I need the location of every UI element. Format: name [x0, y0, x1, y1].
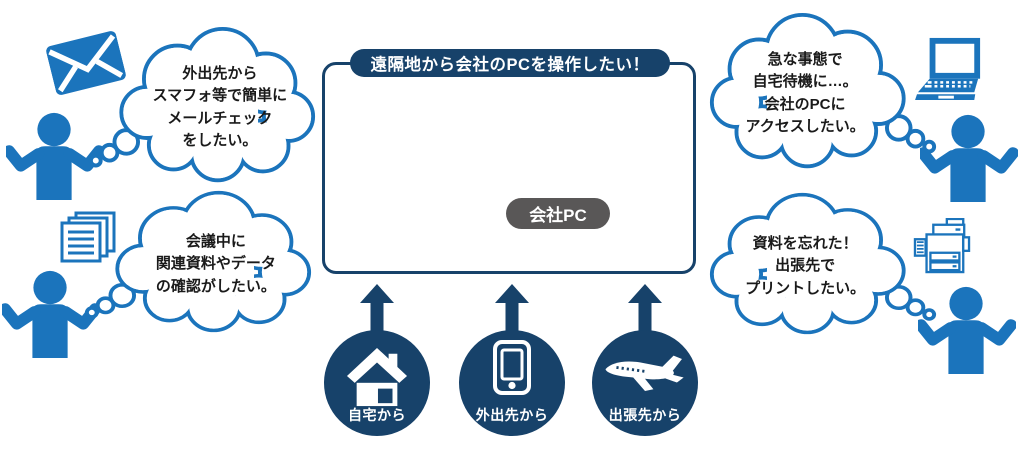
thought-cloud-bottom-left: 会議中に 関連資料やデータ の確認がしたい。 — [79, 190, 315, 342]
thought-cloud-top-right: 急な事態で 自宅待機に…。 会社のPCに アクセスしたい。 — [706, 12, 942, 179]
access-point-mobile: 外出先から — [459, 330, 565, 436]
documents-icon — [60, 210, 118, 268]
thought-text: 会議中に 関連資料やデータ の確認がしたい。 — [155, 232, 276, 295]
airplane-icon — [603, 352, 687, 398]
access-label: 外出先から — [475, 407, 549, 423]
house-icon — [346, 346, 408, 408]
company-pc-label: 会社PC — [506, 198, 610, 229]
diagram-title: 遠隔地から会社のPCを操作したい！ — [350, 49, 670, 77]
up-arrow-icon — [628, 284, 662, 332]
thought-text: 急な事態で 自宅待機に…。 会社のPCに アクセスしたい。 — [745, 50, 865, 136]
laptop-icon — [912, 36, 988, 102]
access-point-home: 自宅から — [324, 330, 430, 436]
access-point-trip: 出張先から — [592, 330, 698, 436]
mail-icon — [45, 28, 128, 98]
up-arrow-icon — [495, 284, 529, 332]
printer-icon — [912, 218, 972, 274]
thought-text: 資料を忘れた！ 出張先で プリントしたい。 — [745, 234, 866, 297]
thought-cloud-bottom-right: 資料を忘れた！ 出張先で プリントしたい。 — [706, 192, 942, 344]
smartphone-icon — [492, 340, 532, 396]
access-label: 自宅から — [348, 407, 406, 423]
company-office-panel — [322, 62, 696, 274]
thought-cloud-top-left: 外出先から スマフォ等で簡単に メールチェック をしたい。 — [83, 26, 319, 193]
up-arrow-icon — [360, 284, 394, 332]
access-label: 出張先から — [608, 407, 682, 423]
thought-text: 外出先から スマフォ等で簡単に メールチェック をしたい。 — [152, 64, 288, 150]
